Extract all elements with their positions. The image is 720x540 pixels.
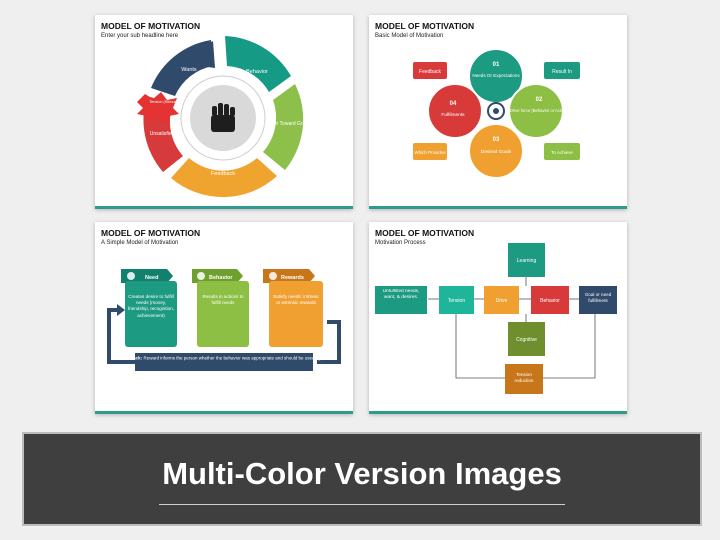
slide-thumbnail-simple-model[interactable]: MODEL OF MOTIVATION A Simple Model of Mo… [95, 222, 353, 414]
tag-result-text: Result In [552, 69, 572, 75]
box-goal-text: Goal or need fulfillment [584, 292, 612, 303]
step-need-body: Creates desire to fulfill needs (money, … [127, 294, 175, 318]
circle-03-label: Desired Goals [481, 149, 512, 155]
tag-result [544, 62, 580, 79]
tag-which-text: Which Provides [414, 150, 446, 155]
banner-title: Multi-Color Version Images [162, 456, 562, 491]
cycle-diagram: Wants Behavior Action Toward Goal Achiev… [137, 36, 338, 198]
label-wants: Wants [181, 67, 197, 73]
circle-04 [427, 83, 483, 139]
card-bottom-rule [95, 206, 353, 209]
card-bottom-rule [369, 411, 627, 414]
tension-burst [137, 92, 179, 124]
feedback-line1: Feedback: Reward informs the person whet… [120, 356, 328, 361]
card-bottom-rule [95, 411, 353, 414]
circles-diagram: Feedback Result In Which Provides To Ach… [413, 48, 580, 179]
step-rewards-card [269, 281, 323, 347]
box-behavior-text: Behavior [540, 298, 560, 304]
segment-wants-arc [151, 40, 213, 96]
slide-thumbnail-basic-model[interactable]: MODEL OF MOTIVATION Basic Model of Motiv… [369, 15, 627, 209]
step-need-head: Need [145, 275, 158, 281]
label-behavior: Behavior [246, 69, 268, 75]
tag-achieve [544, 143, 580, 160]
label-unsatisfied: Unsatisfied Needs [150, 131, 191, 137]
box-drive-text: Drive [496, 298, 508, 304]
behavior-icon [197, 272, 205, 280]
box-drive [484, 286, 519, 314]
tag-achieve-text: To Achieve [551, 150, 573, 155]
box-reduction-text: Tension reduction [514, 372, 534, 383]
label-action: Action Toward Goal Achievement [264, 121, 338, 127]
slide-subtitle: Basic Model of Motivation [375, 33, 444, 39]
segment-feedback [171, 158, 277, 198]
tag-feedback-text: Feedback [419, 69, 441, 75]
need-icon [127, 272, 135, 280]
step-behavior-head: Behavior [209, 275, 233, 281]
segment-action [263, 84, 304, 170]
feedback-loop-left [107, 308, 135, 364]
step-behavior-body: Results in actions to fulfill needs [202, 294, 244, 306]
tag-feedback [413, 62, 447, 79]
feedback-loop-right [317, 320, 341, 364]
circle-03 [468, 123, 524, 179]
box-goal [579, 286, 617, 314]
circle-02-label: Drive force (Behavior or Action) [510, 108, 569, 113]
step-need-card [125, 281, 177, 347]
slide-title: MODEL OF MOTIVATION [101, 21, 201, 31]
slide-subtitle: A Simple Model of Motivation [101, 240, 179, 246]
slide-title: MODEL OF MOTIVATION [101, 228, 201, 238]
box-reduction [505, 364, 543, 394]
step-rewards-body: Satisfy needs: intrinsic or extrinsic re… [273, 294, 319, 306]
slide-thumbnail-cycle[interactable]: MODEL OF MOTIVATION Enter your sub headl… [95, 15, 353, 209]
slide-title: MODEL OF MOTIVATION [375, 228, 475, 238]
process-diagram: Unfulfilled needs, want, & desires. Tens… [375, 243, 617, 394]
fist-icon [211, 103, 235, 132]
slide-title: MODEL OF MOTIVATION [375, 21, 475, 31]
feedback-bar [135, 353, 313, 371]
step-behavior-card [197, 281, 249, 347]
slide-subtitle: Enter your sub headline here [101, 33, 179, 39]
box-unfulfilled [375, 286, 427, 314]
box-tension-text: Tension [448, 298, 465, 304]
slide-subtitle: Motivation Process [375, 240, 426, 246]
label-feedback: Feedback [211, 171, 235, 177]
box-cognitive-text: Cognitive [516, 337, 537, 343]
box-learning [508, 243, 545, 277]
box-tension [439, 286, 474, 314]
circle-03-num: 03 [493, 137, 500, 143]
box-behavior [531, 286, 569, 314]
step-rewards-head: Rewards [281, 275, 304, 281]
box-learning-text: Learning [517, 258, 537, 264]
bottom-banner: Multi-Color Version Images [22, 432, 702, 526]
slide-thumbnail-process[interactable]: MODEL OF MOTIVATION Motivation Process U… [369, 222, 627, 414]
circle-04-num: 04 [450, 101, 457, 107]
banner-underline [159, 504, 565, 505]
tag-which [413, 143, 447, 160]
label-tension: Tension (Stimulus) [149, 100, 181, 104]
circle-01-num: 01 [493, 62, 500, 68]
card-bottom-rule [369, 206, 627, 209]
box-cognitive [508, 322, 545, 356]
box-unfulfilled-text: Unfulfilled needs, want, & desires. [382, 289, 420, 301]
circle-02-num: 02 [536, 97, 543, 103]
circle-01-label: Needs Or Expectations [472, 73, 520, 78]
segment-behavior [225, 36, 291, 92]
rewards-icon [269, 272, 277, 280]
circle-04-label: Fulfilments [441, 112, 465, 118]
steps-diagram: Feedback: Reward informs the person whet… [107, 269, 341, 371]
circle-02 [508, 83, 564, 139]
